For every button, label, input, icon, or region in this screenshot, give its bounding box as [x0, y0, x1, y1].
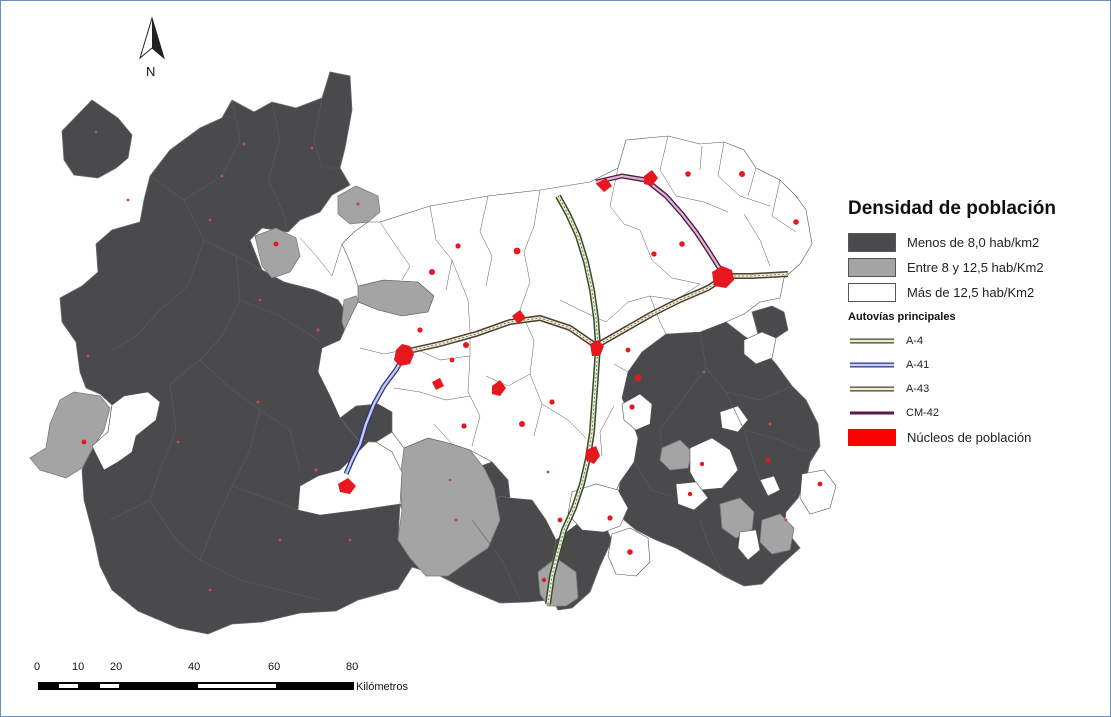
- legend-label: Núcleos de población: [907, 429, 1032, 445]
- legend-label: Más de 12,5 hab/Km2: [907, 285, 1035, 300]
- north-label: N: [146, 64, 155, 79]
- legend-title: Densidad de población: [848, 198, 1056, 219]
- legend-road-label: A-41: [906, 359, 930, 371]
- municipal-boundaries: [299, 135, 797, 457]
- legend-item-low: Menos de 8,0 hab/km2: [848, 230, 1098, 255]
- legend-road-a41: A-41: [848, 353, 1098, 377]
- legend-road-label: A-4: [906, 335, 924, 347]
- scale-tick-label: 40: [188, 661, 200, 673]
- legend-label: Entre 8 y 12,5 hab/Km2: [907, 260, 1044, 275]
- legend-label: Menos de 8,0 hab/km2: [907, 235, 1040, 250]
- population-nuclei: [81, 130, 823, 592]
- legend-swatch: [848, 428, 896, 446]
- legend-item-medium: Entre 8 y 12,5 hab/Km2: [848, 255, 1098, 280]
- legend-road-a43: A-43: [848, 377, 1098, 401]
- legend-swatch: [848, 233, 896, 252]
- legend-road-label: A-43: [906, 383, 930, 395]
- legend-item-nucleos: Núcleos de población: [848, 425, 1098, 449]
- region-high-density: [91, 135, 837, 577]
- legend-road-label: CM-42: [906, 407, 940, 419]
- road-swatch: [850, 386, 894, 392]
- road-swatch: [850, 362, 894, 368]
- scale-tick-label: 0: [34, 661, 40, 673]
- legend-item-high: Más de 12,5 hab/Km2: [848, 280, 1098, 305]
- road-swatch: [850, 411, 894, 415]
- highways: [343, 173, 789, 605]
- scale-unit: Kilómetros: [356, 681, 408, 693]
- legend-road-a4: A-4: [848, 329, 1098, 353]
- road-swatch: [850, 338, 894, 344]
- scale-tick-label: 20: [110, 661, 122, 673]
- map-legend: Densidad de población Menos de 8,0 hab/k…: [848, 198, 1098, 449]
- dark-boundaries: [109, 97, 807, 601]
- scale-tick-label: 10: [72, 661, 84, 673]
- legend-swatch: [848, 258, 896, 277]
- scale-tick-label: 60: [268, 661, 280, 673]
- north-arrow: N: [139, 16, 165, 79]
- legend-swatch: [848, 283, 896, 302]
- scale-tick-label: 80: [346, 661, 358, 673]
- legend-road-cm42: CM-42: [848, 401, 1098, 425]
- nucleo-ciudad-real: [394, 344, 414, 366]
- scale-bar: 0 10 20 40 60 80 Kilómetros: [34, 661, 408, 693]
- legend-roads-title: Autovías principales: [848, 311, 956, 323]
